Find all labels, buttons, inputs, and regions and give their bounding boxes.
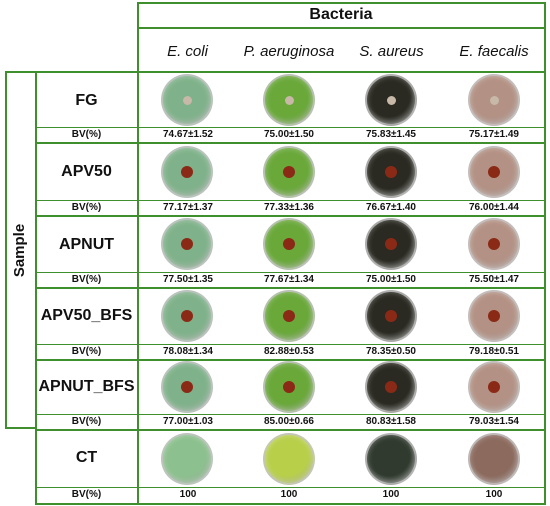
grid-line xyxy=(137,2,139,72)
grid-line xyxy=(5,427,36,429)
sample-piece xyxy=(488,166,500,178)
bv-value: 75.00±1.50 xyxy=(264,129,314,140)
grid-line xyxy=(35,487,546,488)
petri-dish xyxy=(365,290,417,342)
sample-piece xyxy=(182,95,192,105)
bv-label: BV(%) xyxy=(71,129,102,140)
grid-line xyxy=(35,272,546,273)
bv-value: 100 xyxy=(485,489,503,500)
bv-value: 75.83±1.45 xyxy=(366,129,416,140)
bv-label: BV(%) xyxy=(71,416,102,427)
grid-line xyxy=(35,200,546,201)
sample-piece xyxy=(385,166,397,178)
column-header-ecoli: E. coli xyxy=(167,43,208,60)
bv-value: 85.00±0.66 xyxy=(264,416,314,427)
bv-value: 78.08±1.34 xyxy=(163,346,213,357)
bv-value: 82.88±0.53 xyxy=(264,346,314,357)
bv-value: 75.50±1.47 xyxy=(469,274,519,285)
bv-value: 77.17±1.37 xyxy=(163,202,213,213)
bv-value: 80.83±1.58 xyxy=(366,416,416,427)
bv-value: 79.03±1.54 xyxy=(469,416,519,427)
grid-line xyxy=(544,2,546,504)
bv-value: 100 xyxy=(179,489,197,500)
grid-line xyxy=(137,2,546,4)
grid-line xyxy=(35,71,546,73)
sample-piece xyxy=(488,238,500,250)
sample-piece xyxy=(386,95,396,105)
petri-dish xyxy=(161,218,213,270)
petri-dish xyxy=(263,290,315,342)
sample-piece xyxy=(181,381,193,393)
sample-piece xyxy=(385,238,397,250)
bv-label: BV(%) xyxy=(71,202,102,213)
bv-value: 77.33±1.36 xyxy=(264,202,314,213)
row-label-apnut-bfs: APNUT_BFS xyxy=(38,377,135,395)
bv-value: 77.00±1.03 xyxy=(163,416,213,427)
sample-piece xyxy=(385,310,397,322)
bacteria-header: Bacteria xyxy=(309,6,373,23)
sample-piece xyxy=(181,166,193,178)
bv-value: 75.17±1.49 xyxy=(469,129,519,140)
petri-dish xyxy=(263,433,315,485)
bv-value: 100 xyxy=(382,489,400,500)
bv-label: BV(%) xyxy=(71,274,102,285)
petri-dish xyxy=(468,218,520,270)
grid-line xyxy=(137,27,546,29)
bv-value: 77.50±1.35 xyxy=(163,274,213,285)
grid-line xyxy=(35,344,546,345)
row-label-apv50-bfs: APV50_BFS xyxy=(40,307,133,324)
sample-piece xyxy=(284,95,294,105)
sample-piece xyxy=(181,310,193,322)
grid-line xyxy=(5,71,38,73)
column-header-efaecalis: E. faecalis xyxy=(459,43,529,60)
petri-dish xyxy=(161,433,213,485)
bv-value: 100 xyxy=(280,489,298,500)
petri-dish xyxy=(263,218,315,270)
sample-piece xyxy=(181,238,193,250)
bv-value: 78.35±0.50 xyxy=(366,346,416,357)
grid-line xyxy=(35,215,546,217)
petri-dish xyxy=(468,433,520,485)
bv-value: 77.67±1.34 xyxy=(264,274,314,285)
sample-piece xyxy=(489,95,499,105)
sample-piece xyxy=(283,381,295,393)
sample-piece xyxy=(488,310,500,322)
row-label-ct: CT xyxy=(75,449,98,466)
column-header-saureus: S. aureus xyxy=(359,43,424,60)
sample-piece xyxy=(283,166,295,178)
sample-piece xyxy=(283,310,295,322)
petri-dish xyxy=(365,433,417,485)
row-label-apnut: APNUT xyxy=(58,235,115,253)
grid-line xyxy=(35,429,546,431)
grid-line xyxy=(35,127,546,128)
grid-line xyxy=(35,414,546,415)
grid-line xyxy=(5,71,7,429)
bv-value: 76.00±1.44 xyxy=(469,202,519,213)
grid-line xyxy=(35,503,546,505)
bv-label: BV(%) xyxy=(71,489,102,500)
bv-value: 74.67±1.52 xyxy=(163,129,213,140)
grid-line xyxy=(35,359,546,361)
sample-piece xyxy=(385,381,397,393)
sample-piece xyxy=(488,381,500,393)
row-label-fg: FG xyxy=(75,92,98,109)
column-header-paeruginosa: P. aeruginosa xyxy=(243,43,335,60)
grid-line xyxy=(35,287,546,289)
petri-dish xyxy=(161,74,213,126)
bv-value: 76.67±1.40 xyxy=(366,202,416,213)
bv-value: 79.18±0.51 xyxy=(469,346,519,357)
petri-dish xyxy=(365,74,417,126)
sample-axis-label: Sample xyxy=(11,223,29,277)
sample-piece xyxy=(283,238,295,250)
bv-label: BV(%) xyxy=(71,346,102,357)
row-label-apv50: APV50 xyxy=(61,163,112,180)
bv-value: 75.00±1.50 xyxy=(366,274,416,285)
grid-line xyxy=(35,142,546,144)
